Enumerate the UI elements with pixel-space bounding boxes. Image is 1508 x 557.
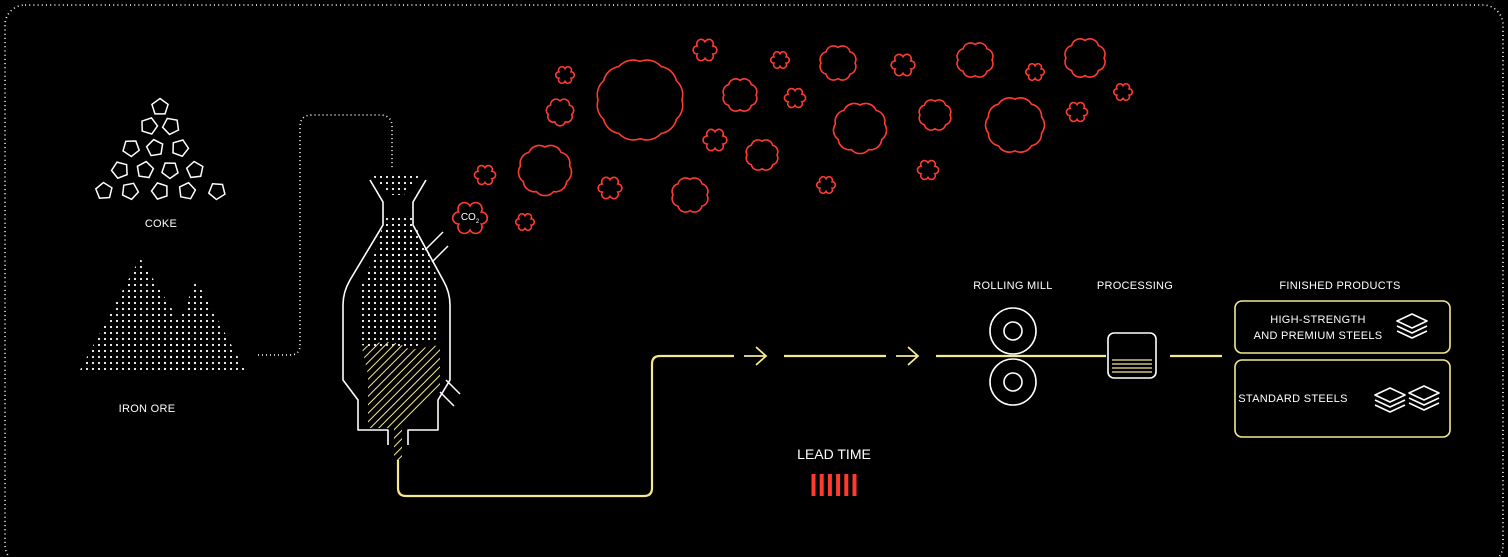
coke-lump xyxy=(150,182,168,200)
co2-cloud xyxy=(769,51,791,69)
co2-cloud xyxy=(1064,38,1106,78)
co2-cloud xyxy=(890,53,916,77)
standard-steels-box xyxy=(1234,359,1451,438)
co2-cloud xyxy=(514,213,536,231)
co2-cloud xyxy=(473,164,497,186)
co2-cloud xyxy=(554,66,576,84)
co2-cloud xyxy=(597,176,623,200)
stacked-plates-icon xyxy=(1408,385,1440,411)
coke-lump xyxy=(207,183,226,201)
coke-lump xyxy=(110,161,128,180)
finished-products-header: FINISHED PRODUCTS xyxy=(1279,280,1400,292)
co2-cloud xyxy=(745,139,779,171)
processing-tank-icon xyxy=(1107,332,1157,379)
blast-furnace xyxy=(342,175,461,460)
premium-steels-box xyxy=(1234,300,1451,354)
co2-emission-clouds xyxy=(451,38,1134,235)
coke-lump xyxy=(136,160,155,179)
rolling-mill-label: ROLLING MILL xyxy=(973,280,1052,292)
co2-cloud xyxy=(916,159,940,181)
co2-cloud xyxy=(783,87,807,109)
coke-lump xyxy=(178,181,197,200)
coke-lump xyxy=(151,97,169,115)
coke-lump xyxy=(161,162,179,180)
co2-cloud xyxy=(819,45,857,81)
iron-ore-label: IRON ORE xyxy=(119,403,176,415)
coke-lump xyxy=(121,182,140,201)
stacked-plates-icon xyxy=(1374,387,1406,413)
coke-pile xyxy=(94,97,226,201)
co2-cloud xyxy=(702,128,728,152)
coke-lump xyxy=(145,138,164,157)
lead-time-bar xyxy=(852,474,857,496)
premium-steels-label-line2: AND PREMIUM STEELS xyxy=(1254,330,1383,342)
lead-time-bar xyxy=(811,474,816,496)
co2-cloud xyxy=(1112,83,1134,101)
coke-lump xyxy=(172,139,190,158)
co2-cloud xyxy=(451,201,489,235)
co2-cloud xyxy=(984,97,1046,153)
lead-time-bar xyxy=(844,474,849,496)
co2-cloud xyxy=(517,144,573,197)
premium-steels-label-line1: HIGH-STRENGTH xyxy=(1270,314,1366,326)
standard-steels-label: STANDARD STEELS xyxy=(1238,393,1347,405)
lead-time-bars xyxy=(811,474,857,496)
lead-time-bar xyxy=(827,474,832,496)
lead-time-bar xyxy=(819,474,824,496)
coke-lump xyxy=(185,160,204,179)
coke-lump xyxy=(161,117,180,136)
iron-ore-pile xyxy=(80,258,245,370)
rolling-mill-rollers-icon xyxy=(989,307,1037,406)
co2-cloud xyxy=(1065,101,1089,123)
coke-lump xyxy=(122,140,141,158)
coke-lump xyxy=(94,181,113,199)
molten-iron xyxy=(362,341,440,428)
steel-flow-line xyxy=(396,354,1222,498)
processing-label: PROCESSING xyxy=(1097,280,1173,292)
co2-cloud xyxy=(692,38,718,62)
co2-cloud xyxy=(545,98,575,127)
lead-time-label: LEAD TIME xyxy=(797,446,871,462)
stacked-plates-icon xyxy=(1396,313,1428,339)
co2-label: CO2 xyxy=(461,212,480,225)
co2-cloud xyxy=(1024,63,1046,81)
co2-cloud xyxy=(671,177,709,213)
flow-arrow-icon xyxy=(896,346,920,366)
co2-cloud xyxy=(722,78,758,112)
co2-cloud xyxy=(918,99,952,131)
co2-cloud xyxy=(815,176,837,194)
flow-arrow-icon xyxy=(744,346,768,366)
lead-time-bar xyxy=(836,474,841,496)
co2-cloud xyxy=(832,102,888,155)
co2-cloud xyxy=(596,59,684,141)
coke-label: COKE xyxy=(145,218,177,230)
co2-cloud xyxy=(956,42,994,78)
coke-lump xyxy=(141,117,159,135)
diagram-frame xyxy=(4,4,1504,557)
